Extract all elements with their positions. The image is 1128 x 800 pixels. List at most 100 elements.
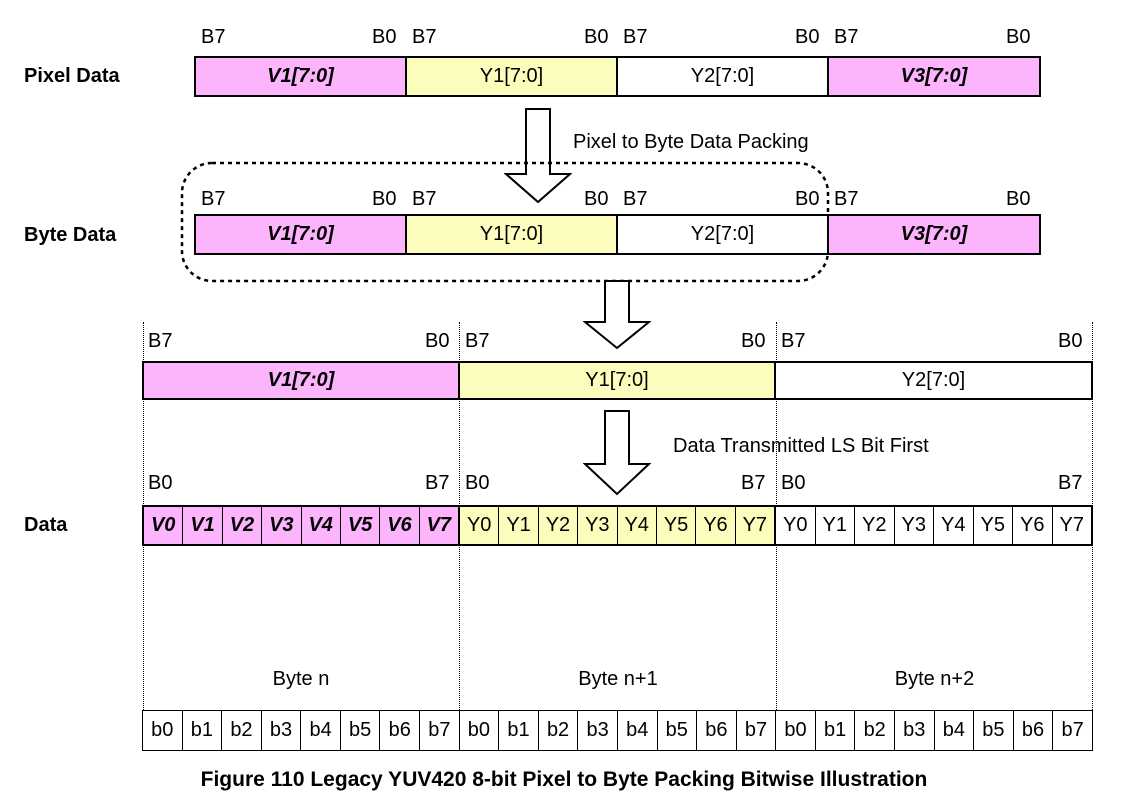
b0-label: B0 (584, 26, 609, 48)
bit-index-cell: b5 (973, 711, 1013, 750)
bit-cell: Y1 (498, 507, 537, 544)
bit-index-cell: b1 (814, 711, 855, 750)
bit-index-cell: b0 (458, 711, 499, 750)
b0-label: B0 (372, 188, 397, 210)
data-label: Data (24, 514, 68, 536)
bit-cell: V3 (261, 507, 300, 544)
b0-label: B0 (1006, 26, 1031, 48)
bit-index-cell: b3 (260, 711, 301, 750)
field-v3: V3[7:0] (829, 56, 1041, 97)
field-y1: Y1[7:0] (460, 361, 776, 400)
field-y2: Y2[7:0] (776, 361, 1093, 400)
b0-label: B0 (372, 26, 397, 48)
field-v3: V3[7:0] (829, 214, 1041, 255)
b7-label: B7 (781, 330, 806, 352)
figure-caption: Figure 110 Legacy YUV420 8-bit Pixel to … (200, 768, 928, 791)
bit-cell: Y4 (616, 507, 656, 544)
b0-label: B0 (1058, 330, 1083, 352)
bit-cell: Y6 (695, 507, 734, 544)
down-arrow-icon (583, 280, 651, 350)
b7-label: B7 (201, 26, 226, 48)
bit-index-cell: b7 (1052, 711, 1092, 750)
bit-index-cell: b4 (300, 711, 340, 750)
b7-label: B7 (412, 26, 437, 48)
data-bits-byte-n-plus-1: Y0 Y1 Y2 Y3 Y4 Y5 Y6 Y7 (458, 505, 776, 546)
bit-index-cell: b5 (656, 711, 697, 750)
bit-cell: V6 (379, 507, 418, 544)
field-y1: Y1[7:0] (407, 214, 618, 255)
b0-label: B0 (795, 188, 820, 210)
field-v1: V1[7:0] (194, 214, 407, 255)
bit-index-cell: b4 (933, 711, 974, 750)
byte-data-label: Byte Data (24, 224, 117, 246)
bit-cell: Y0 (466, 514, 492, 536)
b0-label: B0 (741, 330, 766, 352)
b0-label: B0 (1006, 188, 1031, 210)
bit-cell: V4 (300, 507, 340, 544)
b0-label: B0 (148, 472, 173, 494)
b0-label: B0 (584, 188, 609, 210)
b7-label: B7 (623, 188, 648, 210)
b7-label: B7 (623, 26, 648, 48)
bit-index-cell: b7 (419, 711, 459, 750)
bit-index-cell: b2 (854, 711, 894, 750)
b7-label: B7 (465, 330, 490, 352)
field-y2: Y2[7:0] (618, 214, 829, 255)
bit-cell: Y1 (814, 507, 855, 544)
byte-data-group-outline (180, 161, 830, 283)
b7-label: B7 (425, 472, 450, 494)
bit-cell: Y7 (1051, 507, 1092, 544)
bit-cell: Y5 (655, 507, 695, 544)
bit-index-cell: b4 (616, 711, 657, 750)
bit-cell: V7 (418, 507, 458, 544)
data-bits-byte-n: V0 V1 V2 V3 V4 V5 V6 V7 (142, 505, 460, 546)
bit-index-cell: b6 (696, 711, 736, 750)
b7-label: B7 (1058, 472, 1083, 494)
bit-cell: V2 (221, 507, 261, 544)
bit-index-cell: b6 (1012, 711, 1053, 750)
b7-label: B7 (148, 330, 173, 352)
bit-cell: V1 (182, 507, 221, 544)
bit-index-cell: b3 (577, 711, 617, 750)
b7-label: B7 (412, 188, 437, 210)
bit-cell: Y2 (537, 507, 577, 544)
down-arrow-icon (504, 108, 572, 204)
field-y1: Y1[7:0] (407, 56, 618, 97)
field-y2: Y2[7:0] (618, 56, 829, 97)
bit-index-cell: b2 (221, 711, 261, 750)
bit-cell: Y6 (1012, 507, 1052, 544)
b7-label: B7 (741, 472, 766, 494)
field-v1: V1[7:0] (194, 56, 407, 97)
byte-name-label: Byte n (272, 668, 330, 690)
bit-cell: Y3 (893, 507, 934, 544)
bit-index-cell: b7 (735, 711, 776, 750)
byte-name-label: Byte n+1 (578, 668, 658, 690)
bit-index-cell: b1 (181, 711, 222, 750)
b0-label: B0 (425, 330, 450, 352)
bit-cell: Y5 (972, 507, 1013, 544)
bit-cell: Y7 (734, 507, 774, 544)
packing-label: Pixel to Byte Data Packing (573, 131, 809, 153)
bit-index-cell: b0 (775, 711, 815, 750)
byte-bit-index-row: b0 b1 b2 b3 b4 b5 b6 b7 b0 b1 b2 b3 b4 b… (142, 710, 1093, 751)
b7-label: B7 (834, 188, 859, 210)
bit-cell: Y0 (783, 514, 808, 536)
ls-bit-first-label: Data Transmitted LS Bit First (673, 435, 929, 457)
bit-cell: Y2 (854, 507, 894, 544)
bit-cell: V0 (150, 514, 176, 536)
b7-label: B7 (834, 26, 859, 48)
b7-label: B7 (201, 188, 226, 210)
pixel-data-label: Pixel Data (24, 65, 120, 87)
byte-name-label: Byte n+2 (894, 668, 975, 690)
b0-label: B0 (795, 26, 820, 48)
bit-index-cell: b2 (537, 711, 578, 750)
down-arrow-icon (583, 410, 651, 496)
data-bits-byte-n-plus-2: Y0 Y1 Y2 Y3 Y4 Y5 Y6 Y7 (774, 505, 1093, 546)
bit-index-cell: b0 (151, 719, 174, 741)
bit-cell: V5 (339, 507, 379, 544)
bit-index-cell: b5 (339, 711, 380, 750)
bit-index-cell: b3 (893, 711, 934, 750)
bit-cell: Y4 (933, 507, 973, 544)
bit-index-cell: b1 (498, 711, 538, 750)
bit-index-cell: b6 (379, 711, 419, 750)
